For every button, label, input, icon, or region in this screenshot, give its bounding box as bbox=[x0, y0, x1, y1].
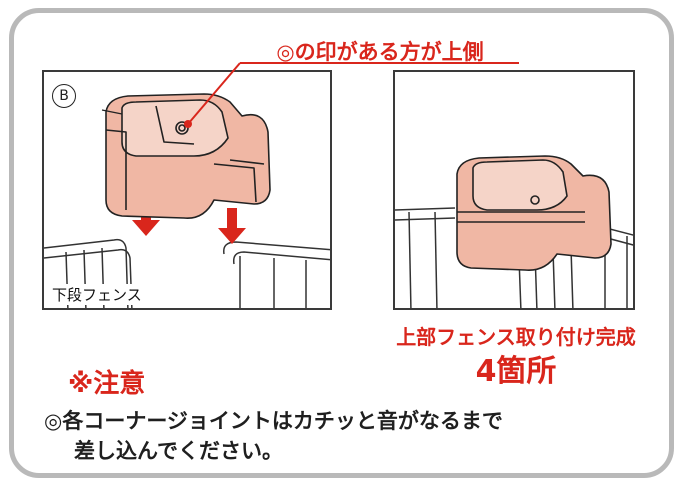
completion-count: 4箇所 bbox=[475, 354, 557, 389]
callout-underline bbox=[240, 62, 519, 64]
lower-fence-label: 下段フェンス bbox=[50, 284, 144, 305]
completed-joint-illustration bbox=[395, 155, 633, 308]
caution-heading: ※注意 bbox=[68, 369, 146, 399]
caution-text-line2: 差し込んでください。 bbox=[74, 439, 283, 463]
lower-fence-panel bbox=[42, 70, 332, 310]
completion-title: 上部フェンス取り付け完成 bbox=[396, 325, 636, 349]
part-label-b: B bbox=[52, 84, 76, 108]
completed-joint-panel bbox=[393, 70, 635, 310]
lower-fence-illustration bbox=[44, 93, 330, 308]
callout-label: ◎の印がある方が上側 bbox=[276, 40, 484, 64]
caution-text-line1: ◎各コーナージョイントはカチッと音がなるまで bbox=[44, 409, 503, 433]
